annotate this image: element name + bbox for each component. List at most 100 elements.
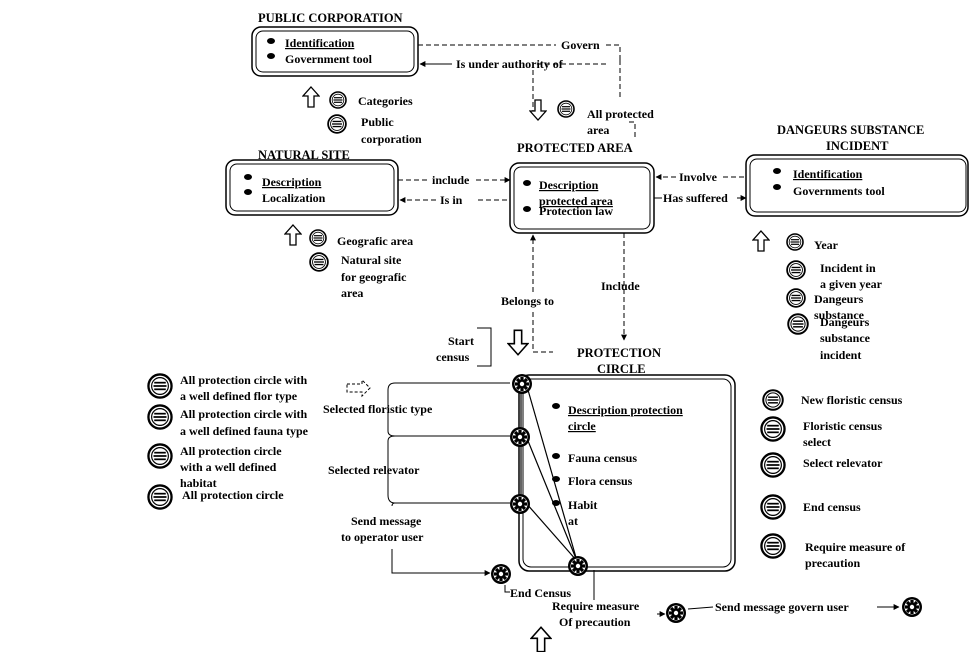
- relation-involve: Involve: [655, 170, 746, 184]
- svg-text:Is in: Is in: [440, 193, 463, 207]
- query-icon: [762, 389, 784, 411]
- up-arrow-icon: [302, 86, 320, 108]
- up-arrow-icon: [752, 230, 770, 252]
- up-arrow-icon: [284, 224, 302, 246]
- process-gear-icon[interactable]: [510, 494, 530, 514]
- svg-text:Include: Include: [601, 279, 640, 293]
- svg-text:a well defined flor type: a well defined flor type: [180, 389, 298, 403]
- down-arrow-icon: [529, 99, 547, 121]
- query-icon: [760, 416, 786, 442]
- svg-text:a well defined fauna type: a well defined fauna type: [180, 424, 309, 438]
- query-icon: [329, 91, 347, 109]
- svg-text:Govern: Govern: [561, 38, 600, 52]
- svg-text:Dangeurs: Dangeurs: [820, 315, 870, 329]
- public-corp-queries: Categories Public corporation: [302, 86, 422, 146]
- svg-text:a given year: a given year: [820, 277, 883, 291]
- up-arrow-icon: [530, 626, 552, 652]
- attr-government-tool: Government tool: [285, 52, 373, 66]
- attr-habitat: Habit: [568, 498, 597, 512]
- down-arrow-icon: [507, 329, 529, 356]
- process-gear-icon[interactable]: [510, 427, 530, 447]
- query-icon: [786, 288, 806, 308]
- attr-identification: Identification: [793, 167, 863, 181]
- entity-public-corporation[interactable]: PUBLIC CORPORATION Identification Govern…: [251, 11, 419, 77]
- attr-description-line2: protected area: [539, 194, 613, 208]
- svg-text:census: census: [436, 350, 470, 364]
- process-gear-icon[interactable]: [568, 556, 588, 576]
- process-gear-icon[interactable]: [666, 603, 686, 623]
- svg-text:Incident in: Incident in: [820, 261, 876, 275]
- svg-text:Floristic census: Floristic census: [803, 419, 882, 433]
- svg-text:End Census: End Census: [510, 586, 571, 600]
- entity-title: PROTECTION: [577, 346, 661, 360]
- relation-include-circle: Include: [601, 233, 640, 341]
- relation-govern: Govern: [418, 38, 621, 112]
- query-icon: [786, 260, 806, 280]
- svg-text:to operator user: to operator user: [341, 530, 424, 544]
- query-icon: [760, 452, 786, 478]
- svg-text:Geografic area: Geografic area: [337, 234, 413, 248]
- entity-title: PUBLIC CORPORATION: [258, 11, 403, 25]
- svg-text:habitat: habitat: [180, 476, 217, 490]
- attr-description: Description protection: [568, 403, 683, 417]
- svg-text:substance: substance: [820, 331, 871, 345]
- svg-text:Public: Public: [361, 115, 394, 129]
- svg-text:include: include: [432, 173, 470, 187]
- entity-title: NATURAL SITE: [258, 148, 350, 162]
- svg-text:Selected floristic type: Selected floristic type: [323, 402, 433, 416]
- attr-description: Description: [262, 175, 322, 189]
- incident-queries: Year Incident in a given year Dangeurs s…: [752, 230, 883, 362]
- entity-protected-area[interactable]: PROTECTED AREA Description protected are…: [509, 141, 655, 234]
- entity-dangerous-substance-incident[interactable]: DANGEURS SUBSTANCE INCIDENT Identificati…: [745, 123, 969, 217]
- query-icon: [147, 443, 173, 469]
- process-gear-icon[interactable]: [902, 597, 922, 617]
- query-icon: [309, 252, 329, 272]
- attr-description-line2: circle: [568, 419, 596, 433]
- process-gear-icon[interactable]: [491, 564, 511, 584]
- left-queries: All protection circle with a well define…: [147, 373, 309, 510]
- svg-text:Of precaution: Of precaution: [559, 615, 631, 629]
- svg-text:Categories: Categories: [358, 94, 413, 108]
- query-icon: [147, 484, 173, 510]
- svg-text:Is under authority of: Is under authority of: [456, 57, 564, 71]
- svg-text:Natural site: Natural site: [341, 253, 402, 267]
- entity-title: DANGEURS SUBSTANCE: [777, 123, 924, 137]
- natural-site-queries: Geografic area Natural site for geografi…: [284, 224, 413, 300]
- process-gear-icon[interactable]: [512, 374, 532, 394]
- svg-text:select: select: [803, 435, 831, 449]
- entity-protection-circle[interactable]: PROTECTION CIRCLE Description protection…: [518, 346, 736, 572]
- query-icon: [309, 229, 327, 247]
- svg-text:End census: End census: [803, 500, 861, 514]
- attr-flora-census: Flora census: [568, 474, 633, 488]
- relation-under-authority: Is under authority of: [419, 57, 606, 71]
- query-icon: [557, 100, 575, 118]
- svg-text:Select relevator: Select relevator: [803, 456, 883, 470]
- svg-text:incident: incident: [820, 348, 861, 362]
- census-workflow: Start census Selected floristic type Sel…: [323, 327, 922, 652]
- query-icon: [787, 313, 809, 335]
- svg-text:Require measure: Require measure: [552, 599, 640, 613]
- relation-has-suffered: Has suffered: [654, 191, 747, 205]
- entity-natural-site[interactable]: NATURAL SITE Description Localization: [225, 148, 399, 216]
- attr-identification: Identification: [285, 36, 355, 50]
- svg-text:area: area: [341, 286, 363, 300]
- svg-text:All protection circle with: All protection circle with: [180, 407, 308, 421]
- svg-text:substance: substance: [814, 308, 865, 322]
- attr-localization: Localization: [262, 191, 326, 205]
- svg-text:Require measure of: Require measure of: [805, 540, 906, 554]
- relation-include-site: include: [398, 173, 511, 187]
- relation-belongs-to: Belongs to: [501, 234, 554, 353]
- attr-fauna-census: Fauna census: [568, 451, 637, 465]
- svg-text:Dangeurs: Dangeurs: [814, 292, 864, 306]
- svg-text:Belongs to: Belongs to: [501, 294, 554, 308]
- right-queries: New floristic census Floristic census se…: [760, 389, 906, 570]
- attr-protection-law: Protection law: [539, 204, 613, 218]
- attr-description: Description: [539, 178, 599, 192]
- protected-area-query: All protected area: [529, 60, 654, 140]
- svg-text:corporation: corporation: [361, 132, 422, 146]
- svg-text:for geografic: for geografic: [341, 270, 407, 284]
- svg-text:Send message govern user: Send message govern user: [715, 600, 849, 614]
- svg-text:Has suffered: Has suffered: [663, 191, 728, 205]
- svg-text:All protection circle with: All protection circle with: [180, 373, 308, 387]
- entity-title-line2: CIRCLE: [597, 362, 646, 376]
